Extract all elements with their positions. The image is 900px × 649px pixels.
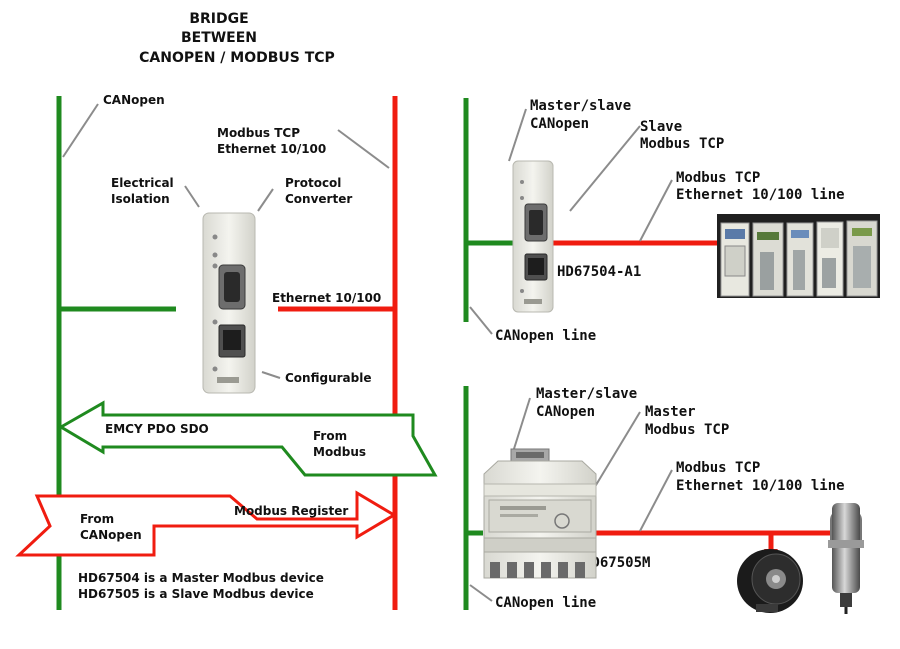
top-canopen-line-label: CANopen line [495, 328, 596, 344]
title-line-3: CANOPEN / MODBUS TCP [139, 50, 335, 66]
isolation-label-line-1: Electrical [111, 176, 174, 190]
bottom-master-pointer [592, 411, 641, 491]
top-master-slave-pointer [508, 108, 527, 162]
modbus-label-line-1: Modbus TCP [217, 126, 300, 140]
red-data-arrow [15, 490, 397, 557]
green-arrow-text: EMCY PDO SDO [105, 422, 209, 436]
top-master-slave-line-1: Master/slave [530, 98, 631, 114]
protocol-label-line-2: Converter [285, 192, 352, 206]
bottom-modbus-pointer [639, 469, 673, 532]
bottom-master-line-2: Modbus TCP [645, 422, 729, 438]
bottom-modbus-line-2: Ethernet 10/100 line [676, 478, 845, 494]
isolation-label-line-2: Isolation [111, 192, 170, 206]
bottom-master-line-1: Master [645, 404, 696, 420]
top-slave-line-1: Slave [640, 119, 682, 135]
red-arrow-from-line-2: CANopen [80, 528, 142, 542]
configurable-label: Configurable [285, 371, 371, 385]
top-modbus-pointer [639, 179, 673, 242]
din-rail-module-icon [483, 448, 597, 579]
top-master-slave-line-2: CANopen [530, 116, 589, 132]
title-line-1: BRIDGE [189, 11, 248, 27]
left-bridge-section: CANopen Modbus TCP Ethernet 10/100 Elect… [15, 93, 438, 610]
top-device-label: HD67504-A1 [557, 264, 641, 280]
top-slave-line-2: Modbus TCP [640, 136, 724, 152]
title-line-2: BETWEEN [181, 30, 257, 46]
ethernet-label: Ethernet 10/100 [272, 291, 381, 305]
note-hd67504: HD67504 is a Master Modbus device [78, 571, 324, 585]
bottom-canopen-line-pointer [469, 584, 493, 602]
canopen-pointer [62, 103, 99, 158]
red-arrow-text: Modbus Register [234, 504, 348, 518]
green-arrow-from-line-1: From [313, 429, 347, 443]
bottom-right-section: Master/slave CANopen Master Modbus TCP M… [463, 386, 864, 614]
protocol-label-line-1: Protocol [285, 176, 341, 190]
canopen-label: CANopen [103, 93, 165, 107]
top-right-section: Master/slave CANopen Slave Modbus TCP Mo… [463, 98, 880, 344]
bottom-master-slave-pointer [512, 397, 531, 453]
isolation-pointer [184, 185, 200, 208]
bottom-master-slave-line-2: CANopen [536, 404, 595, 420]
gateway-device-icon [202, 212, 256, 394]
top-modbus-line-1: Modbus TCP [676, 170, 760, 186]
bottom-canopen-line-label: CANopen line [495, 595, 596, 611]
rotary-encoder-icon [737, 549, 803, 613]
diagram-title: BRIDGE BETWEEN CANOPEN / MODBUS TCP [139, 11, 335, 66]
bottom-device-label: HD67505M [583, 555, 650, 571]
modbus-label-line-2: Ethernet 10/100 [217, 142, 326, 156]
note-hd67505: HD67505 is a Slave Modbus device [78, 587, 314, 601]
bottom-master-slave-line-1: Master/slave [536, 386, 637, 402]
top-slave-pointer [569, 125, 641, 212]
top-canopen-line-pointer [469, 306, 493, 335]
red-arrow-from-line-1: From [80, 512, 114, 526]
protocol-pointer [257, 188, 274, 212]
bottom-modbus-line-1: Modbus TCP [676, 460, 760, 476]
inductive-sensor-icon [828, 503, 864, 614]
green-data-arrow [58, 400, 438, 477]
modbus-pointer [337, 129, 390, 169]
top-modbus-line-2: Ethernet 10/100 line [676, 187, 845, 203]
configurable-pointer [261, 371, 281, 379]
plc-rack-icon [717, 214, 880, 298]
gateway-device-icon [512, 160, 554, 313]
green-arrow-from-line-2: Modbus [313, 445, 366, 459]
